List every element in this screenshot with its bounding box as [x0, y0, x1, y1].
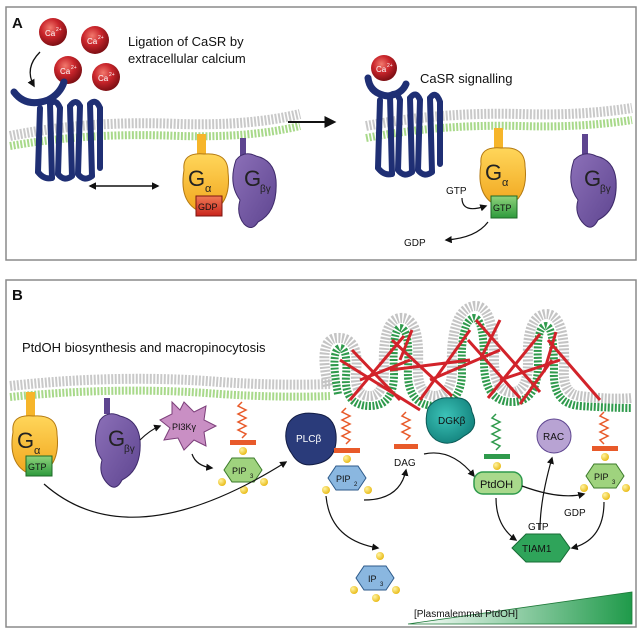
ptdoh-gradient: [Plasmalemmal PtdOH] [407, 591, 633, 625]
calcium-superscript: 2+ [98, 35, 104, 41]
ip3-main: IP [368, 574, 377, 584]
pip3-sub: 3 [250, 474, 254, 480]
calcium-superscript: 2+ [109, 72, 115, 78]
pi3k-gamma: PI3Kγ [159, 400, 218, 451]
calcium-ion: Ca 2+ [92, 63, 120, 91]
calcium-superscript: 2+ [71, 65, 77, 71]
tiam1-to-rac-arrow [539, 456, 554, 531]
tiam1-label: TIAM1 [522, 544, 552, 555]
pip2-sub: 2 [354, 482, 358, 488]
rac: RAC [536, 418, 572, 454]
g-betagamma-protein: G βγ [232, 138, 277, 228]
pip3-main: PIP [594, 472, 609, 482]
dag-to-ptdoh-arrow [423, 452, 475, 478]
panel-b-membrane [9, 301, 633, 412]
ptdoh-label: PtdOH [480, 479, 513, 491]
pi3k-to-pip3-arrow [191, 453, 214, 471]
g-betagamma-main: G [108, 426, 125, 451]
g-betagamma-protein-b: G βγ [95, 398, 141, 488]
calcium-ion-bound: Ca 2+ [371, 55, 397, 81]
pip3-lipid-right: PIP 3 [580, 411, 630, 500]
ptdoh-lipid: PtdOH [473, 413, 523, 495]
actin-network [339, 319, 602, 412]
pip3-sub: 3 [612, 480, 616, 486]
g-alpha-main: G [188, 166, 205, 191]
panel-b-letter: B [12, 287, 23, 304]
ptdoh-to-pip3-arrow [521, 485, 586, 499]
pip2-main: PIP [336, 474, 351, 484]
g-alpha-sub: α [502, 177, 509, 189]
calcium-ion: Ca 2+ [54, 56, 82, 84]
g-betagamma-protein-detached: G βγ [570, 134, 617, 228]
pip3-main: PIP [232, 466, 247, 476]
calcium-label: Ca [98, 74, 109, 83]
g-betagamma-main: G [584, 166, 601, 191]
pip3-to-tiam1-arrow [570, 501, 605, 551]
gtp-arrow [461, 197, 488, 212]
pi3k-label: PI3Kγ [172, 422, 197, 432]
g-alpha-main: G [17, 428, 34, 453]
dgkb-label: DGKβ [438, 416, 466, 427]
binding-arrow [27, 51, 41, 88]
casr-receptor-active [364, 74, 443, 178]
g-alpha-main: G [485, 160, 502, 185]
g-betagamma-sub: βγ [260, 184, 271, 195]
calcium-label: Ca [376, 65, 387, 74]
calcium-label: Ca [87, 37, 98, 46]
g-alpha-sub: α [34, 445, 41, 457]
casr-receptor [10, 78, 103, 182]
galpha-to-plcb-arrow [43, 461, 288, 518]
tiam1: TIAM1 [511, 533, 571, 563]
g-alpha-protein-active: G α GTP [479, 128, 527, 219]
plcb-label: PLCβ [296, 434, 321, 445]
ligation-caption-line1: Ligation of CaSR by [128, 34, 244, 49]
calcium-ion: Ca 2+ [39, 18, 67, 46]
calcium-superscript: 2+ [387, 63, 393, 69]
dgk-beta: DGKβ [425, 397, 476, 444]
panel-b-title: PtdOH biosynthesis and macropinocytosis [22, 340, 266, 355]
gtp-box-label: GTP [28, 462, 47, 472]
pip2-to-dag-arrow [363, 468, 409, 501]
gtp-label-b: GTP [528, 522, 549, 533]
g-betagamma-main: G [244, 166, 261, 191]
dag-lipid: DAG [394, 411, 418, 469]
panel-a-letter: A [12, 15, 23, 32]
g-betagamma-sub: βγ [600, 184, 611, 195]
gradient-label: [Plasmalemmal PtdOH] [414, 609, 518, 620]
pip3-lipid-left: PIP 3 [218, 401, 268, 494]
pip2-lipid: PIP 2 [322, 407, 372, 494]
g-alpha-sub: α [205, 183, 212, 195]
calcium-superscript: 2+ [56, 27, 62, 33]
g-alpha-protein-b: G α GTP [11, 392, 59, 477]
gtp-box-label: GTP [493, 203, 512, 213]
ip3: IP 3 [350, 552, 400, 602]
dag-label: DAG [394, 458, 416, 469]
gdp-label: GDP [404, 238, 426, 249]
calcium-ion: Ca 2+ [81, 26, 109, 54]
gdp-label-b: GDP [564, 508, 586, 519]
plc-beta: PLCβ [285, 412, 337, 466]
ip3-sub: 3 [380, 582, 384, 588]
gdp-arrow [444, 221, 489, 244]
calcium-label: Ca [60, 67, 71, 76]
pip2-to-ip3-arrow [325, 495, 380, 551]
rac-label: RAC [543, 432, 564, 443]
g-betagamma-sub: βγ [124, 444, 135, 455]
ligation-caption-line2: extracellular calcium [128, 51, 246, 66]
calcium-label: Ca [45, 29, 56, 38]
ptdoh-to-tiam1-arrow [495, 497, 518, 541]
g-alpha-protein: G α GDP [182, 134, 230, 217]
signalling-caption: CaSR signalling [420, 71, 513, 86]
gbg-to-pi3k-arrow [139, 424, 162, 441]
gdp-box-label: GDP [198, 202, 218, 212]
gtp-label: GTP [446, 186, 467, 197]
